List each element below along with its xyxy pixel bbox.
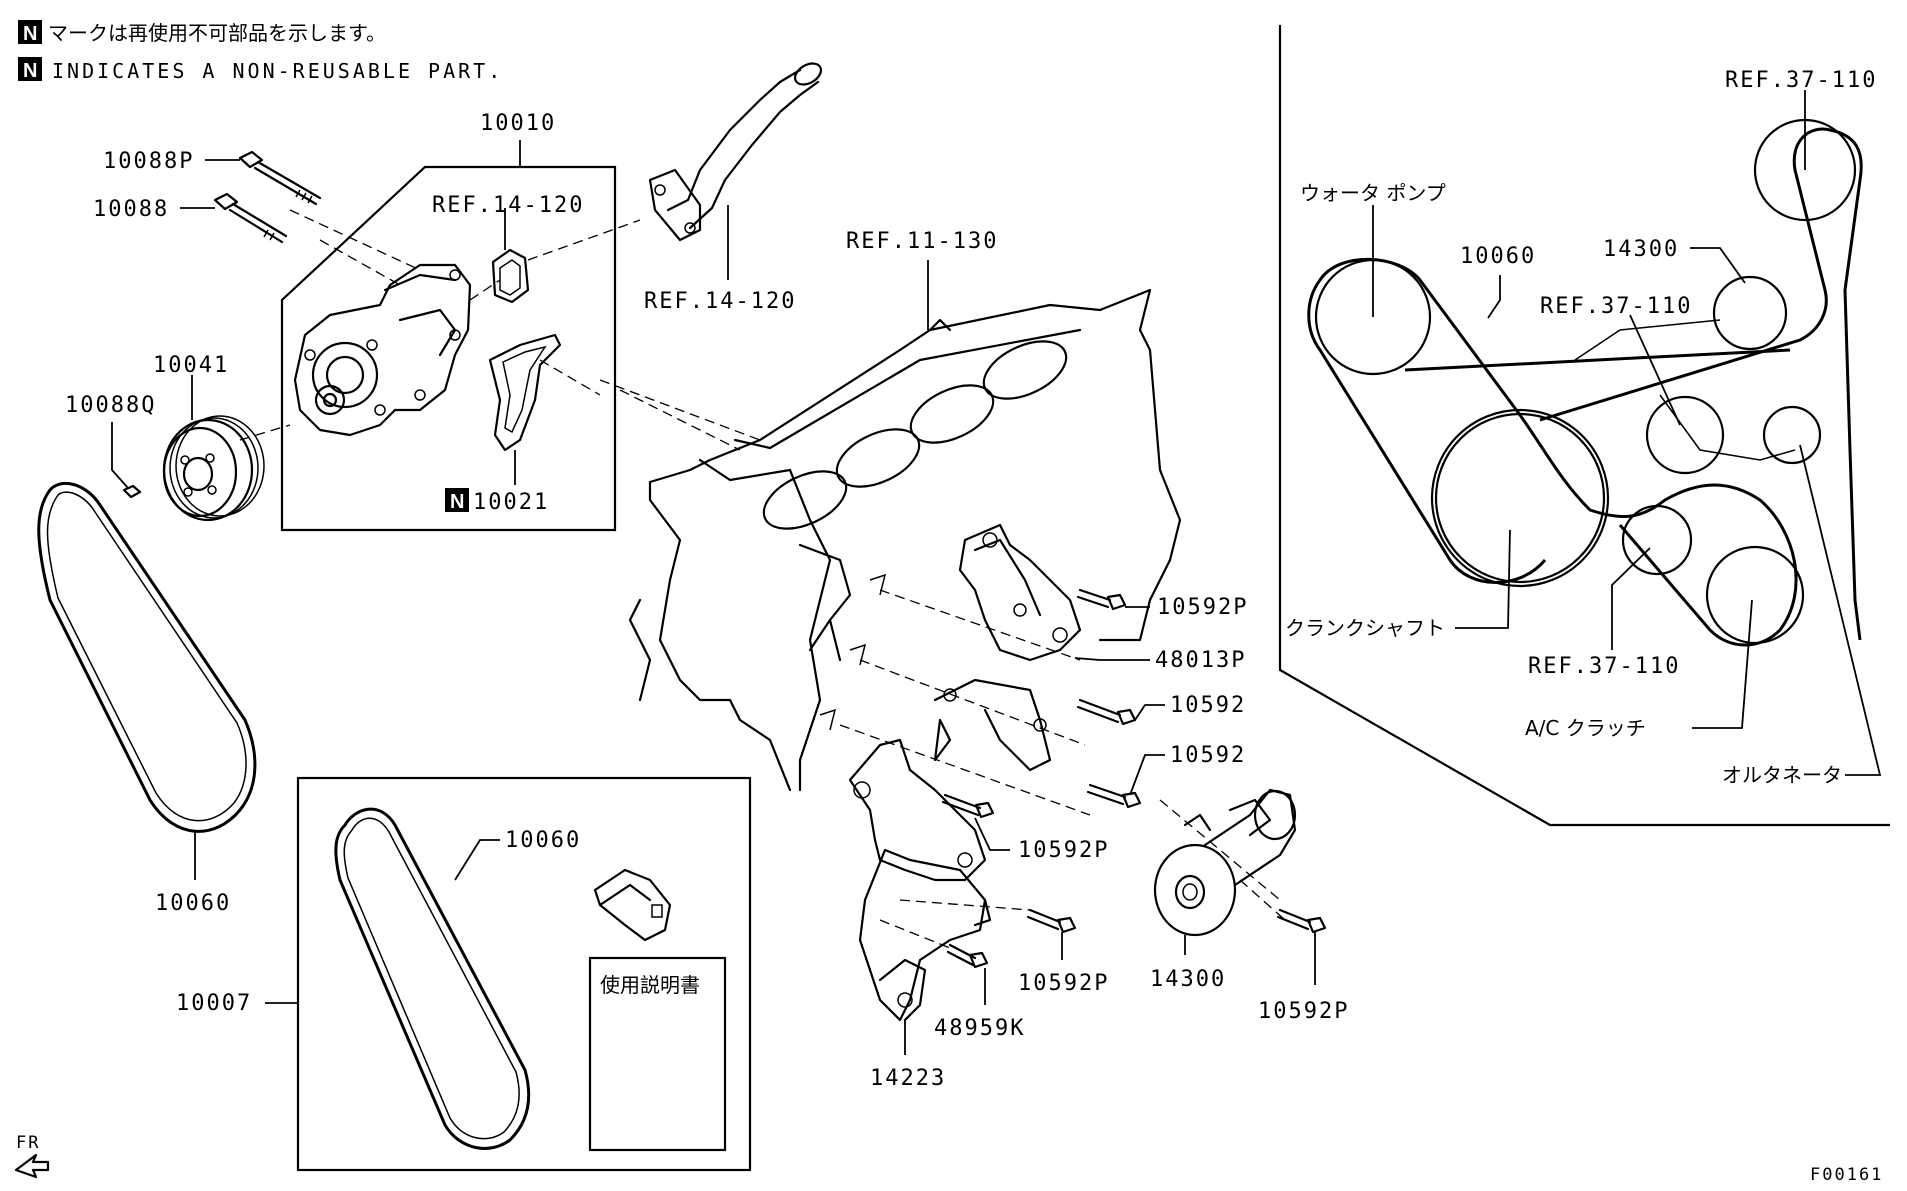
water-pump: [293, 263, 472, 437]
label-ref-14-120-gasket: REF.14-120: [432, 193, 584, 218]
label-10088: 10088: [93, 197, 169, 222]
label-10088Q: 10088Q: [65, 393, 156, 418]
label-10041: 10041: [153, 353, 229, 378]
figure-id: F00161: [1810, 1165, 1883, 1185]
bolt-10592P-mid: [941, 793, 995, 819]
n-symbol-letter: N: [450, 491, 464, 513]
pulley-ref-low: [1621, 504, 1693, 576]
n-symbol-icon: [18, 20, 42, 44]
bolt-10592P-right: [1276, 908, 1327, 934]
label-ref-14-120-pipe: REF.14-120: [644, 289, 796, 314]
label-14300: 14300: [1150, 967, 1226, 992]
belt-kit-box: [296, 776, 752, 1172]
fr-label: FR: [16, 1133, 40, 1153]
pulley-alternator: [1762, 405, 1822, 465]
manual-label: 使用説明書: [600, 973, 700, 997]
label-10060-kit: 10060: [505, 828, 581, 853]
bolt-10088: [213, 192, 288, 244]
bolt-10088Q: [122, 484, 142, 499]
bolt-10592P-low: [1026, 908, 1077, 934]
label-water-pump: ウォータ ポンプ: [1300, 181, 1446, 205]
clip: [869, 573, 887, 596]
pulley-14300: [1712, 275, 1788, 351]
crank-pulley-10041: [162, 415, 265, 522]
label-10592P-mid: 10592P: [1018, 838, 1109, 863]
label-10010: 10010: [480, 111, 556, 136]
n-symbol-letter: N: [23, 23, 37, 45]
bolt-10592P-top: [1076, 588, 1127, 611]
front-direction-indicator: FR: [14, 1133, 50, 1179]
water-pipe-ref-14-120: [648, 62, 823, 242]
label-48013P: 48013P: [1155, 648, 1246, 673]
bracket-14223: [848, 738, 992, 1022]
belt-kit-10007: 10007 10060 使用説明書: [176, 776, 752, 1172]
label-10592P-right: 10592P: [1258, 999, 1349, 1024]
bolt-48959K: [946, 943, 989, 969]
label-10021: 10021: [473, 490, 549, 515]
label-10592-a: 10592: [1170, 693, 1246, 718]
non-reusable-notice: N マークは再使用不可部品を示します。 N INDICATES A NON-RE…: [18, 20, 503, 83]
bolt-10592-a: [1076, 698, 1137, 726]
engine-block: [628, 288, 1182, 792]
pulley-ref-mid: [1645, 395, 1725, 475]
label-10592P-low: 10592P: [1018, 971, 1109, 996]
notice-english: INDICATES A NON-REUSABLE PART.: [52, 59, 503, 83]
label-10592P-top: 10592P: [1157, 595, 1248, 620]
gasket-10021: [488, 333, 562, 452]
tensioner-14300: [1153, 788, 1297, 937]
bracket-48013P: [933, 523, 1082, 772]
belt-10060-kit: [334, 807, 531, 1150]
gasket-ref-14-120: [491, 248, 530, 304]
n-symbol-letter: N: [23, 60, 37, 82]
label-10592-b: 10592: [1170, 743, 1246, 768]
tension-gauge-icon: [593, 868, 672, 942]
label-routing-14300: 14300: [1603, 237, 1679, 262]
belt-10060-left: [37, 481, 257, 833]
label-10088P: 10088P: [103, 149, 194, 174]
label-alternator: オルタネータ: [1722, 763, 1842, 787]
manual-rect: [588, 956, 727, 1152]
label-10007: 10007: [176, 991, 252, 1016]
pulley-crankshaft: [1430, 408, 1610, 588]
front-arrow-icon: [14, 1153, 50, 1179]
clip: [819, 708, 837, 731]
label-10060-left: 10060: [155, 891, 231, 916]
notice-japanese: マークは再使用不可部品を示します。: [48, 21, 386, 45]
instruction-manual: 使用説明書: [588, 956, 727, 1152]
label-ac-clutch: A/C クラッチ: [1525, 716, 1646, 740]
label-14223: 14223: [870, 1066, 946, 1091]
label-48959K: 48959K: [934, 1016, 1025, 1041]
belt-routing-diagram: REF.37-110 ウォータ ポンプ 10060 14300 REF.37-1…: [1278, 25, 1890, 827]
label-ref-37-110-low: REF.37-110: [1528, 654, 1680, 679]
routing-frame: [1278, 25, 1890, 827]
n-symbol-icon: [18, 57, 42, 81]
routing-belt: [1307, 127, 1863, 647]
label-routing-10060: 10060: [1460, 244, 1536, 269]
water-pump-group: 10010 10088P: [93, 111, 641, 532]
label-ref-37-110-mid: REF.37-110: [1540, 294, 1692, 319]
label-ref-11-130: REF.11-130: [846, 229, 998, 254]
clip: [849, 643, 867, 666]
label-crankshaft: クランクシャフト: [1285, 616, 1445, 640]
water-pump-box: [280, 165, 617, 532]
n-symbol-icon: [445, 488, 469, 512]
bolt-10088P: [238, 150, 322, 206]
label-ref-37-110-top: REF.37-110: [1725, 68, 1877, 93]
pulley-ac-clutch: [1705, 545, 1805, 645]
